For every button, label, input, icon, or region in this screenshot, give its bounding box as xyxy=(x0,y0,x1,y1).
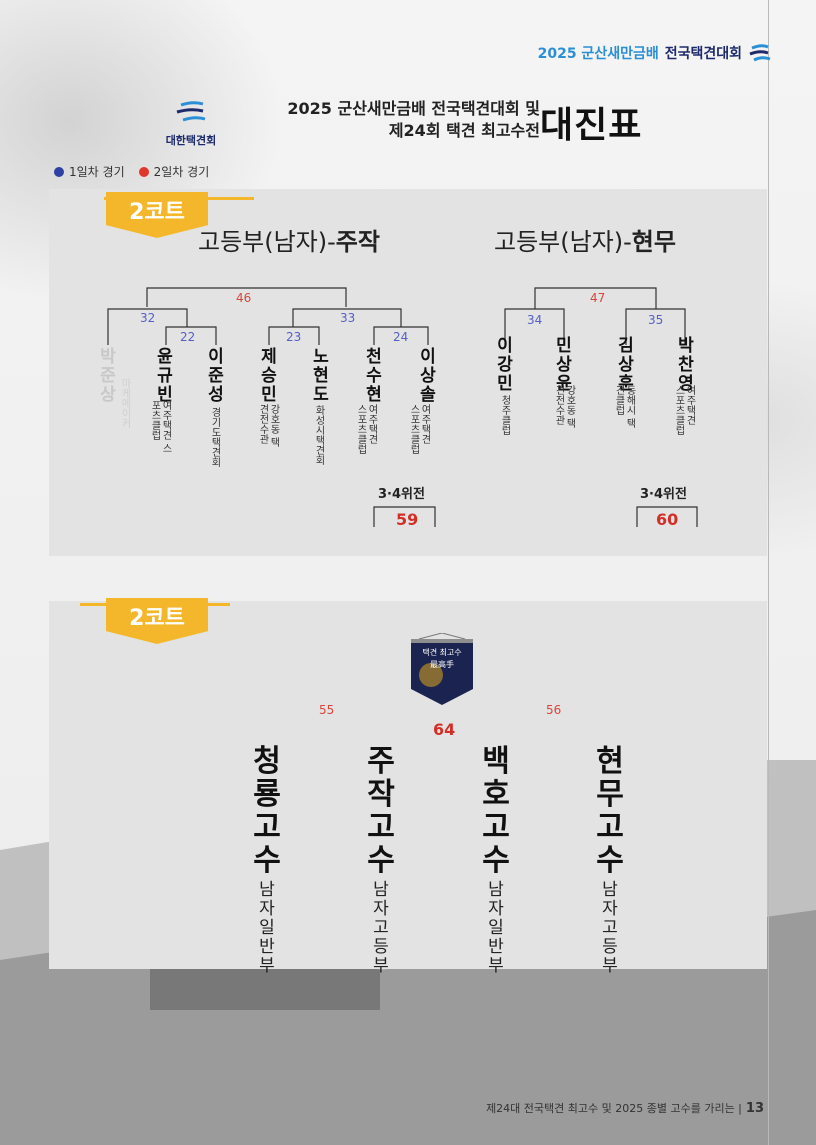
finalist-name: 주작고수 xyxy=(367,744,395,878)
finalist-category: 남자고등부 xyxy=(373,880,389,976)
game-number: 32 xyxy=(140,311,156,325)
player-entry: 제승민 xyxy=(258,348,280,405)
finalist-category: 남자일반부 xyxy=(488,880,504,976)
finalist-entry: 백호고수 남자일반부 xyxy=(480,745,512,976)
player-club: 여주택견 스포츠클럽 xyxy=(149,400,171,454)
player-club: 여주택견 스포츠클럽 xyxy=(355,404,377,454)
player-name: 노현도 xyxy=(313,347,329,405)
year-label: 2025 군산새만금배 xyxy=(537,46,659,62)
footer-text: 제24대 전국택견 최고수 및 2025 종별 고수를 가리는 | xyxy=(486,1102,742,1115)
finalist-category: 남자고등부 xyxy=(602,880,618,976)
third-place-label: 3·4위전 xyxy=(378,487,425,502)
player-name: 박찬영 xyxy=(678,336,694,394)
finalist-name: 청룡고수 xyxy=(253,744,281,878)
game-number: 56 xyxy=(546,703,562,717)
game-number: 23 xyxy=(286,330,302,344)
game-number: 47 xyxy=(590,291,606,305)
player-name: 윤규빈 xyxy=(157,347,173,405)
game-number: 24 xyxy=(393,330,409,344)
bracket-panel-2 xyxy=(49,601,767,969)
finalist-entry: 현무고수 남자고등부 xyxy=(594,745,626,976)
player-name: 이강민 xyxy=(497,336,513,394)
right-frame-line xyxy=(768,0,769,1145)
division-title-left: 고등부(남자)-주작 xyxy=(198,228,380,256)
federation-name: 대한택견회 xyxy=(165,134,217,147)
pennant-shape-icon xyxy=(411,633,473,705)
top-right-header: 2025 군산새만금배 전국택견대회 xyxy=(538,42,772,64)
division-title-right: 고등부(남자)-현무 xyxy=(494,228,676,256)
finalist-entry: 청룡고수 남자일반부 xyxy=(251,745,283,976)
player-entry: 박준상 xyxy=(97,348,119,405)
legend-day2: 2일차 경기 xyxy=(138,163,209,180)
pennant-text-top: 택견 최고수 xyxy=(422,648,462,657)
game-number: 34 xyxy=(527,313,543,327)
game-number: 33 xyxy=(340,311,356,325)
player-club: 경기도택견회 xyxy=(209,407,220,467)
player-entry: 노현도 xyxy=(310,348,332,405)
player-club: 청주클럽 xyxy=(499,395,510,435)
bracket-panel-1 xyxy=(49,189,767,556)
player-entry: 윤규빈 xyxy=(154,348,176,405)
legend-day1: 1일차 경기 xyxy=(54,163,125,180)
third-place-game: 59 xyxy=(396,510,419,529)
player-entry: 박찬영 xyxy=(675,337,697,394)
third-place-label: 3·4위전 xyxy=(640,487,687,502)
player-club: 강호동 택견전수관 xyxy=(257,404,279,448)
player-club: 여주택견 스포츠클럽 xyxy=(408,404,430,454)
player-name: 박준상 xyxy=(100,347,116,405)
player-name: 이상솔 xyxy=(420,347,436,405)
tournament-swoosh-icon xyxy=(749,44,771,62)
final-game-number: 64 xyxy=(433,720,456,739)
player-club: 화성시택견회 xyxy=(313,405,324,465)
player-entry: 이상솔 xyxy=(417,348,439,405)
page-footer: 제24대 전국택견 최고수 및 2025 종별 고수를 가리는 |13 xyxy=(486,1100,764,1116)
player-entry: 김상훈 xyxy=(615,337,637,394)
pennant-text-bottom: 最高手 xyxy=(430,660,454,669)
finalist-name: 백호고수 xyxy=(482,744,510,878)
finalist-category: 남자일반부 xyxy=(259,880,275,976)
player-name: 이준성 xyxy=(208,347,224,405)
federation-logo: 대한택견회 xyxy=(156,100,226,147)
day1-dot-icon xyxy=(54,167,64,177)
third-place-game: 60 xyxy=(656,510,679,529)
player-name: 김상훈 xyxy=(618,336,634,394)
player-name: 민상윤 xyxy=(556,336,572,394)
player-entry: 민상윤 xyxy=(553,337,575,394)
player-entry: 이준성 xyxy=(205,348,227,405)
player-club: 동해시 택견클럽 xyxy=(613,385,635,429)
game-number: 46 xyxy=(236,291,252,305)
player-name: 제승민 xyxy=(261,347,277,405)
player-club: 마케메이커 xyxy=(119,378,130,428)
event-title: 2025 군산새만금배 전국택견대회 및 제24회 택견 최고수전 xyxy=(250,98,540,142)
player-name: 천수현 xyxy=(366,347,382,405)
event-title-line2: 제24회 택견 최고수전 xyxy=(388,121,540,140)
player-club: 강호동 택견전수관 xyxy=(553,385,575,429)
tournament-label: 전국택견대회 xyxy=(664,46,742,62)
day2-dot-icon xyxy=(138,167,149,177)
finalist-name: 현무고수 xyxy=(596,744,624,878)
game-number: 35 xyxy=(648,313,664,327)
player-entry: 이강민 xyxy=(494,337,516,394)
page-number: 13 xyxy=(745,1101,764,1116)
game-number: 22 xyxy=(180,330,196,344)
finalist-entry: 주작고수 남자고등부 xyxy=(365,745,397,976)
legend: 1일차 경기 2일차 경기 xyxy=(54,163,209,180)
player-entry: 천수현 xyxy=(363,348,385,405)
federation-emblem-icon xyxy=(176,101,206,122)
event-title-line1: 2025 군산새만금배 전국택견대회 및 xyxy=(287,99,540,118)
game-number: 55 xyxy=(319,703,335,717)
champion-pennant: 택견 최고수 最高手 xyxy=(409,633,475,705)
page-title: 대진표 xyxy=(540,105,643,146)
player-club: 여주택견 스포츠클럽 xyxy=(673,385,695,435)
